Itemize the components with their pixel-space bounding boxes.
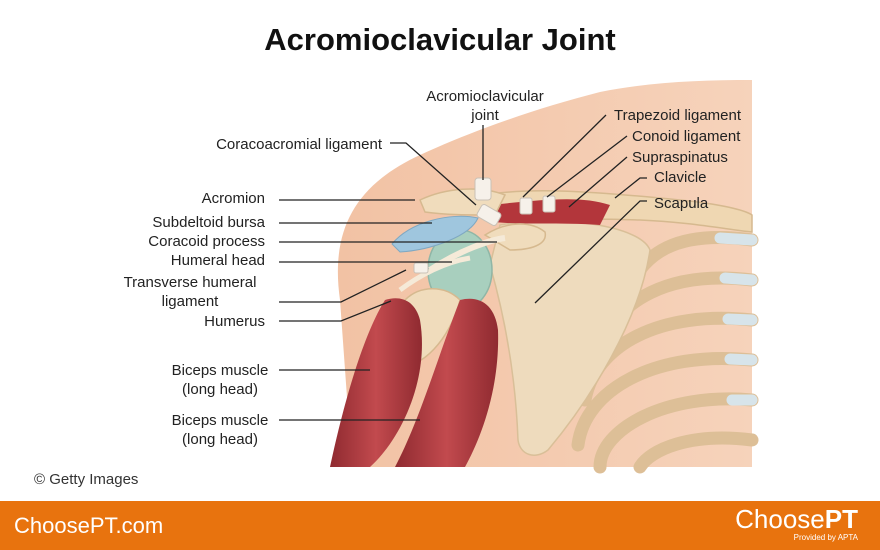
brand-logo: ChoosePT Provided by APTA (735, 505, 858, 543)
label-transverse-line1: Transverse humeral (123, 274, 257, 291)
leader-lines (279, 114, 647, 421)
page-title: Acromioclavicular Joint (264, 22, 616, 57)
label-humerus: Humerus (204, 313, 265, 330)
brand-tagline: Provided by APTA (793, 533, 858, 542)
label-ac-joint-line1: Acromioclavicular (426, 88, 544, 105)
label-trapezoid-ligament: Trapezoid ligament (614, 107, 742, 124)
label-biceps-2-line1: Biceps muscle (171, 412, 269, 429)
label-biceps-2: Biceps muscle (long head) (155, 411, 285, 449)
label-biceps-1-line2: (long head) (182, 381, 258, 398)
label-transverse-humeral-ligament: Transverse humeral ligament (115, 273, 265, 311)
label-coracoacromial-ligament: Coracoacromial ligament (216, 136, 382, 153)
scapula-bone (489, 220, 651, 456)
coracoid-bone (483, 223, 546, 251)
label-humeral-head: Humeral head (170, 252, 265, 269)
biceps-muscle-2 (395, 298, 499, 467)
ligament-bands (413, 177, 556, 274)
label-coracoid-process: Coracoid process (148, 233, 265, 250)
label-ac-joint: Acromioclavicular joint (405, 87, 565, 125)
subdeltoid-bursa (391, 215, 479, 253)
label-biceps-1: Biceps muscle (long head) (155, 361, 285, 399)
label-acromion: Acromion (201, 190, 265, 207)
rib-cartilage (714, 232, 758, 406)
brand-prefix: Choose (735, 504, 825, 534)
site-link[interactable]: ChoosePT.com (14, 513, 164, 538)
biceps-muscle (330, 298, 422, 467)
biceps-tendon (428, 235, 506, 273)
label-biceps-2-line2: (long head) (182, 431, 258, 448)
brand-name: ChoosePT (735, 505, 858, 533)
biceps-tendon-2 (398, 255, 471, 293)
label-clavicle: Clavicle (654, 169, 707, 186)
brand-suffix: PT (824, 504, 858, 534)
footer-bar: ChoosePT.com ChoosePT Provided by APTA (0, 501, 880, 550)
label-subdeltoid-bursa: Subdeltoid bursa (152, 214, 265, 231)
label-ac-joint-line2: joint (471, 107, 499, 124)
label-conoid-ligament: Conoid ligament (632, 128, 741, 145)
label-supraspinatus: Supraspinatus (632, 149, 728, 166)
label-biceps-1-line1: Biceps muscle (171, 362, 269, 379)
image-credit: © Getty Images (34, 471, 139, 488)
label-scapula: Scapula (654, 195, 709, 212)
label-transverse-line2: ligament (161, 293, 219, 310)
